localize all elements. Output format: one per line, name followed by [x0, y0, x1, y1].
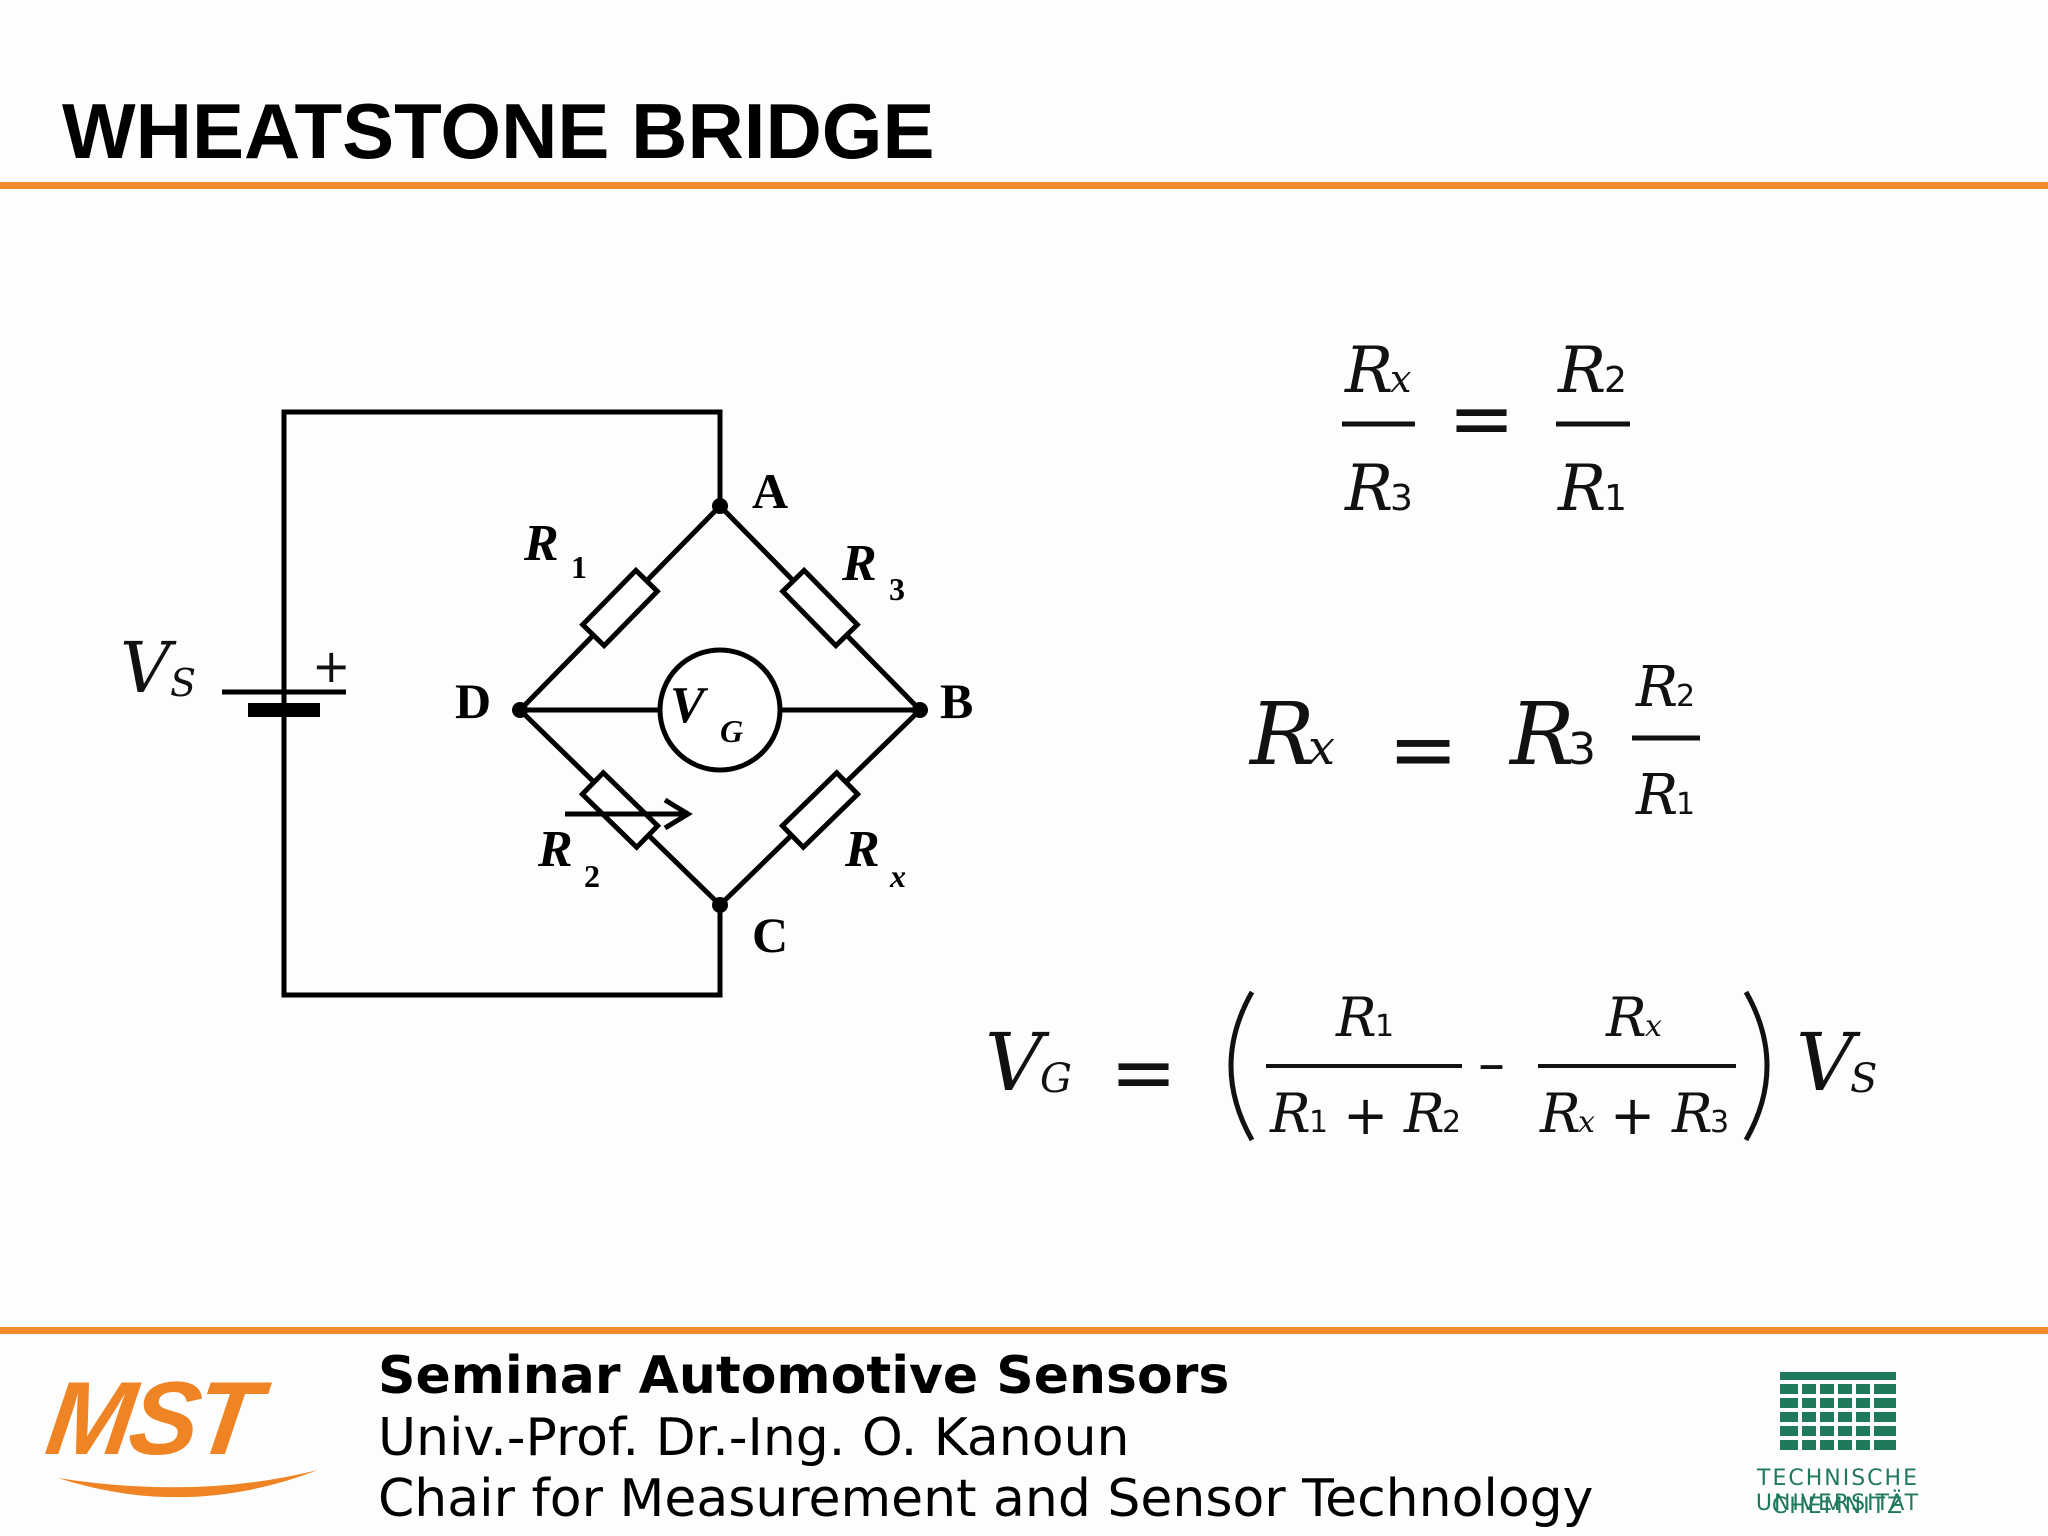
- eq1-sub-2: 2: [1604, 360, 1627, 401]
- resistor-r2: [578, 769, 662, 851]
- eq3-f1-top-sub: 1: [1375, 1009, 1394, 1044]
- mst-swoosh-icon: [58, 1470, 318, 1498]
- node-c-label: C: [752, 907, 788, 963]
- node-c-dot: [712, 897, 728, 913]
- eq3-f1-bot-r2: R: [1403, 1082, 1445, 1145]
- eq1-sub-3: 3: [1390, 478, 1413, 519]
- eq3-f2-bot-sub3: 3: [1710, 1105, 1729, 1140]
- eq3-f1-bot-sub1: 1: [1309, 1105, 1328, 1140]
- rx-sub: x: [889, 858, 906, 894]
- footer-professor: Univ.-Prof. Dr.-Ing. O. Kanoun: [378, 1408, 1130, 1468]
- tu-chemnitz-logo: TECHNISCHE UNIVERSITÄT CHEMNITZ: [1688, 1362, 1988, 1522]
- eq3-f2-bot-r3: R: [1671, 1082, 1713, 1145]
- node-d-dot: [512, 702, 528, 718]
- eq3-sub-g: G: [1040, 1056, 1072, 1102]
- footer-course: Seminar Automotive Sensors: [378, 1346, 1230, 1406]
- eq1-sub-1: 1: [1604, 478, 1627, 519]
- eq1-r-top-left: R: [1344, 334, 1393, 408]
- footer-chair: Chair for Measurement and Sensor Technol…: [378, 1469, 1594, 1529]
- footer-rule: [0, 1327, 2048, 1334]
- eq2-sub-x: x: [1308, 720, 1335, 776]
- eq3-f2-top: R: [1605, 986, 1647, 1049]
- outer-wire: [281, 409, 723, 998]
- source-sub: S: [170, 661, 196, 705]
- eq2-frac-top-sub: 2: [1676, 679, 1695, 714]
- meter-sub: G: [720, 713, 743, 749]
- slide-title: WHEATSTONE BRIDGE: [62, 87, 935, 175]
- eq3-minus: –: [1478, 1032, 1505, 1095]
- r3-sub: 3: [889, 571, 905, 607]
- eq3-f2-bot-rx: R: [1539, 1082, 1581, 1145]
- eq2-frac-bot: R: [1635, 763, 1678, 828]
- eq1-r-bot-left: R: [1344, 452, 1393, 526]
- eq3-f2-top-sub: x: [1645, 1009, 1662, 1044]
- r3-label: R: [841, 535, 877, 592]
- tu-logo-line1: TECHNISCHE UNIVERSITÄT: [1755, 1466, 1921, 1516]
- bridge-circuit: [222, 409, 922, 998]
- node-d-label: D: [455, 673, 491, 729]
- node-a-label: A: [752, 463, 788, 519]
- eq3-f1-plus: +: [1343, 1084, 1388, 1147]
- eq2-frac-bot-sub: 1: [1676, 787, 1695, 822]
- resistor-rx: [778, 769, 862, 851]
- eq1-sub-x: x: [1390, 357, 1411, 401]
- eq3-sub-s: S: [1850, 1056, 1877, 1102]
- eq2-rx: R: [1248, 685, 1315, 785]
- title-rule: [0, 182, 2048, 189]
- eq1-r-bot-right: R: [1557, 452, 1606, 526]
- eq2-r3: R: [1508, 685, 1575, 785]
- eq3-f1-bot-r1: R: [1269, 1082, 1311, 1145]
- eq1-r-top-right: R: [1557, 334, 1606, 408]
- resistor-r3: [779, 566, 861, 650]
- eq3-vs: V: [1796, 1016, 1861, 1109]
- source-label: V: [120, 627, 177, 709]
- node-b-label: B: [940, 673, 973, 729]
- eq3-right-paren: [1743, 990, 1770, 1142]
- equation-balance-ratio: R x R 3 = R 2 R 1: [1342, 334, 1630, 526]
- r1-label: R: [523, 515, 559, 572]
- r1-sub: 1: [571, 549, 587, 585]
- eq1-equals: =: [1448, 372, 1515, 465]
- mst-logo: MST: [40, 1360, 328, 1520]
- meter-label: V: [670, 677, 709, 734]
- eq2-frac-top: R: [1635, 655, 1678, 720]
- resistor-r1: [579, 566, 661, 650]
- node-b-dot: [912, 702, 928, 718]
- tu-building-icon: [1780, 1372, 1896, 1452]
- rx-label: R: [844, 821, 880, 878]
- r2-label: R: [537, 821, 573, 878]
- tu-logo-line2: CHEMNITZ: [1771, 1494, 1905, 1519]
- eq3-f2-bot-subx: x: [1578, 1105, 1595, 1140]
- eq2-equals: =: [1388, 700, 1458, 798]
- eq2-sub-3: 3: [1568, 724, 1596, 775]
- node-a-dot: [712, 498, 728, 514]
- eq3-f1-top: R: [1335, 986, 1377, 1049]
- r2-sub: 2: [584, 858, 600, 894]
- equation-vg: V G = R 1 R 1 + R 2 – R x R x + R 3 V S: [985, 986, 1877, 1147]
- galvanometer: [657, 647, 783, 773]
- eq3-f2-plus: +: [1610, 1084, 1655, 1147]
- eq3-equals: =: [1110, 1026, 1177, 1119]
- eq3-left-paren: [1228, 990, 1255, 1142]
- equation-rx: R x = R 3 R 2 R 1: [1248, 655, 1700, 828]
- eq3-vg: V: [985, 1016, 1050, 1109]
- source-plus: +: [312, 639, 351, 693]
- variable-arrow-icon: [565, 797, 693, 831]
- eq3-f1-bot-sub2: 2: [1442, 1105, 1461, 1140]
